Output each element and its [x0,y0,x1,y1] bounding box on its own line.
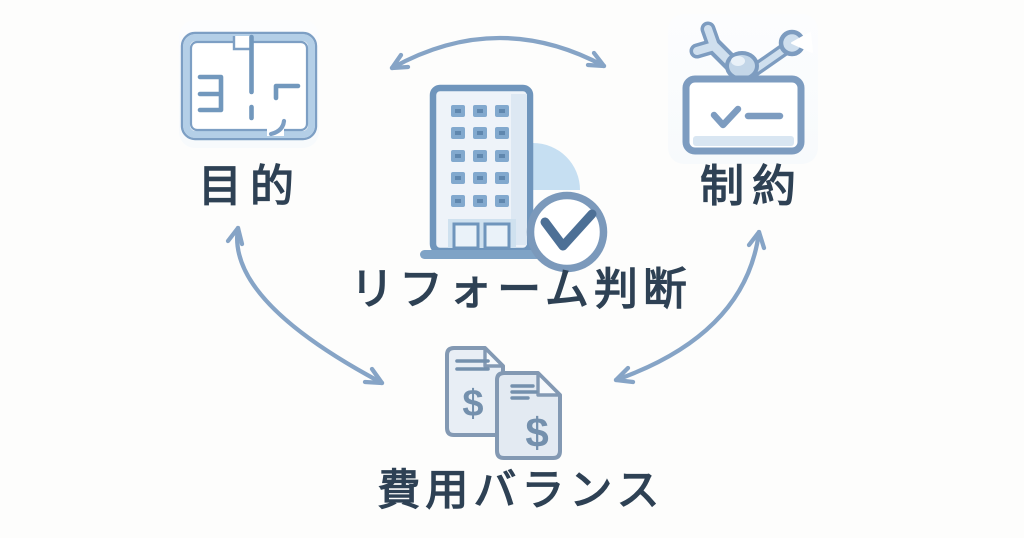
arrow-purpose-constraints [389,35,607,71]
purpose-label: 目的 [198,162,302,211]
node-center [408,78,623,278]
center-label: リフォーム判断 [350,265,692,314]
cost-documents-icon: $ $ [440,340,570,465]
constraints-label: 制約 [700,162,804,211]
node-purpose [179,20,319,148]
arrow-constraints-cost [613,229,767,385]
front-doc-dollar: $ [525,409,548,456]
node-cost-balance: $ $ [440,340,570,465]
floor-plan-icon [179,20,319,148]
back-doc-dollar: $ [462,383,483,425]
tools-checklist-icon [668,14,818,164]
arrow-purpose-cost [225,225,385,386]
building-with-check-icon [408,78,623,278]
cost-balance-label: 費用バランス [377,467,665,515]
node-constraints [668,14,818,164]
